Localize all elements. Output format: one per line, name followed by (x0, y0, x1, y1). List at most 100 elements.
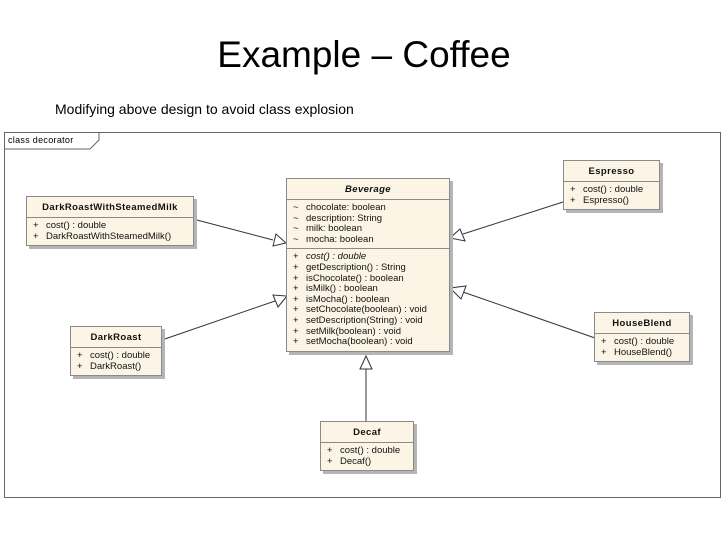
attribute-row: ~chocolate: boolean (293, 202, 443, 214)
class-espresso[interactable]: Espresso + cost() : double + Espresso() (563, 160, 660, 211)
visibility-marker: + (327, 445, 333, 456)
visibility-marker: + (293, 304, 299, 316)
visibility-marker: + (293, 336, 299, 348)
operation-row: + setChocolate(boolean) : void (293, 305, 443, 316)
class-darkroast[interactable]: DarkRoast + cost() : double + DarkRoast() (70, 326, 162, 377)
class-name: DarkRoast (71, 327, 161, 348)
operation-row: + cost() : double (570, 184, 653, 196)
class-name: DarkRoastWithSteamedMilk (27, 197, 193, 218)
class-name: Espresso (564, 161, 659, 182)
diagram-frame (4, 132, 721, 498)
operation-row: + Espresso() (570, 194, 653, 207)
class-houseblend[interactable]: HouseBlend + cost() : double + HouseBlend(… (594, 312, 690, 363)
attribute-row: ~ mocha: boolean (293, 233, 443, 246)
operation-row: + setDescription(String) : void (293, 314, 443, 327)
visibility-marker: + (293, 272, 299, 284)
operation-text: Decaf() (340, 455, 372, 467)
operation-text: isMocha() : boolean (306, 293, 390, 305)
visibility-marker: + (601, 346, 607, 358)
operation-text: cost() : double (46, 220, 107, 231)
visibility-marker: + (77, 350, 83, 361)
operation-compartment: + cost() : double +DarkRoastWithSteamedMi… (27, 218, 193, 245)
operation-row: +DarkRoastWithSteamedMilk() (33, 230, 187, 243)
operation-row: +getDescription() : String (293, 261, 443, 274)
operation-text: cost() : double (340, 445, 401, 456)
visibility-marker: + (293, 314, 299, 326)
operation-row: + Decaf() (327, 455, 407, 468)
operation-row: + setMilk(boolean) : void (293, 325, 443, 338)
diagram-frame-tab: class decorator (4, 132, 100, 150)
operation-compartment: + cost() : double + DarkRoast() (71, 348, 161, 375)
visibility-marker: + (293, 283, 299, 295)
attribute-text: mocha: boolean (306, 233, 374, 245)
operation-compartment: + cost() : double + Decaf() (321, 443, 413, 470)
operation-row: + isChocolate() : boolean (293, 272, 443, 285)
operation-row: + cost() : double (601, 336, 683, 348)
operation-text: setChocolate(boolean) : void (306, 304, 427, 316)
visibility-marker: + (570, 194, 576, 206)
visibility-marker: + (570, 184, 576, 195)
arrow-head-espresso (448, 228, 466, 242)
class-beverage[interactable]: Beverage ~chocolate: boolean ~descriptio… (286, 178, 450, 352)
arrow-line-darkroast (158, 300, 276, 342)
arrow-head-houseblend (448, 285, 467, 300)
visibility-marker: + (77, 360, 83, 372)
operation-text: setDescription(String) : void (306, 314, 423, 326)
operation-compartment: +cost() : double +getDescription() : Str… (287, 249, 449, 350)
operation-text: setMilk(boolean) : void (306, 325, 402, 337)
visibility-marker: + (293, 251, 299, 263)
visibility-marker: + (33, 220, 39, 231)
arrow-line-espresso (462, 201, 564, 235)
page-subtitle: Modifying above design to avoid class ex… (55, 101, 354, 117)
arrow-line-houseblend (462, 291, 596, 339)
visibility-marker: + (601, 336, 607, 347)
operation-text: cost() : double (583, 184, 644, 195)
arrow-head-darkroast-steamed (272, 233, 288, 247)
visibility-marker: ~ (293, 202, 299, 213)
operation-row: + DarkRoast() (77, 360, 155, 373)
class-decaf[interactable]: Decaf + cost() : double + Decaf() (320, 421, 414, 472)
operation-row: + cost() : double (77, 350, 155, 362)
visibility-marker: + (293, 293, 299, 305)
arrow-head-darkroast (272, 294, 288, 308)
visibility-marker: ~ (293, 233, 299, 245)
attribute-compartment: ~chocolate: boolean ~description: String… (287, 200, 449, 250)
attribute-row: ~description: String (293, 212, 443, 225)
operation-text: HouseBlend() (614, 346, 673, 358)
operation-row: + setMocha(boolean) : void (293, 336, 443, 348)
operation-row: + isMilk() : boolean (293, 283, 443, 295)
attribute-row: ~ milk: boolean (293, 223, 443, 235)
operation-compartment: + cost() : double + HouseBlend() (595, 334, 689, 361)
arrow-head-decaf (359, 354, 373, 370)
operation-text: isMilk() : boolean (306, 283, 378, 295)
visibility-marker: ~ (293, 223, 299, 235)
visibility-marker: + (327, 455, 333, 467)
class-name: HouseBlend (595, 313, 689, 334)
attribute-text: milk: boolean (306, 223, 362, 235)
operation-row: + cost() : double (293, 252, 443, 263)
class-name: Beverage (287, 179, 449, 200)
operation-text: cost() : double (90, 350, 151, 361)
operation-row: + cost() : double (33, 220, 187, 232)
operation-row: + isMocha() : boolean (293, 293, 443, 306)
frame-label: class decorator (8, 135, 74, 145)
visibility-marker: ~ (293, 212, 299, 224)
class-darkroast-with-steamed-milk[interactable]: DarkRoastWithSteamedMilk + cost() : doubl… (26, 196, 194, 247)
visibility-marker: + (33, 230, 39, 242)
operation-text: setMocha(boolean) : void (306, 336, 413, 348)
arrow-line-darkroast-steamed (192, 218, 274, 241)
class-name: Decaf (321, 422, 413, 443)
operation-row: + HouseBlend() (601, 346, 683, 359)
visibility-marker: + (293, 325, 299, 337)
operation-text: Espresso() (583, 194, 629, 206)
operation-text: cost() : double (306, 251, 367, 263)
operation-compartment: + cost() : double + Espresso() (564, 182, 659, 209)
operation-text: cost() : double (614, 336, 675, 347)
page-title: Example – Coffee (217, 34, 511, 75)
operation-text: isChocolate() : boolean (306, 272, 404, 284)
frame-tab-border (4, 132, 100, 150)
operation-row: + cost() : double (327, 445, 407, 457)
operation-text: DarkRoast() (90, 360, 142, 372)
operation-text: getDescription() : String (306, 261, 406, 273)
